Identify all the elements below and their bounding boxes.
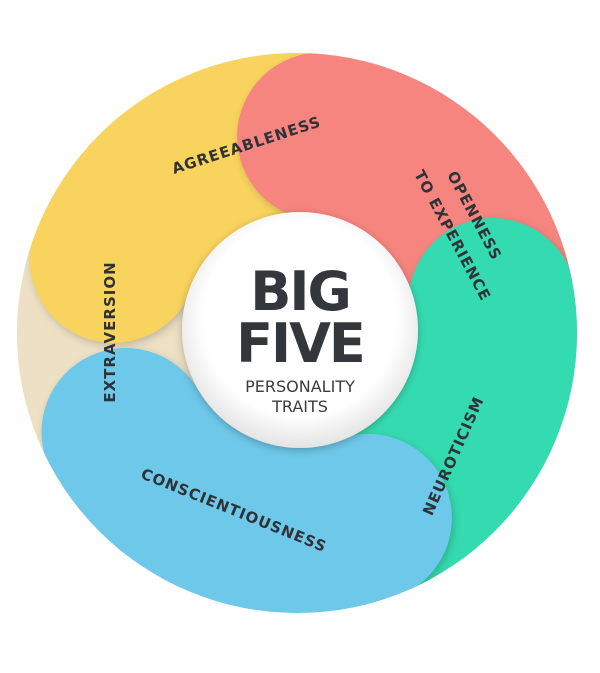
title-five: FIVE <box>236 312 364 375</box>
subtitle-traits: TRAITS <box>271 397 328 416</box>
center-circle <box>182 212 418 448</box>
segment-conscientiousness <box>41 348 452 613</box>
label-extraversion: EXTRAVERSION <box>101 261 119 402</box>
trait-segments <box>17 53 577 613</box>
subtitle-personality: PERSONALITY <box>245 377 355 396</box>
title-big: BIG <box>250 260 350 323</box>
